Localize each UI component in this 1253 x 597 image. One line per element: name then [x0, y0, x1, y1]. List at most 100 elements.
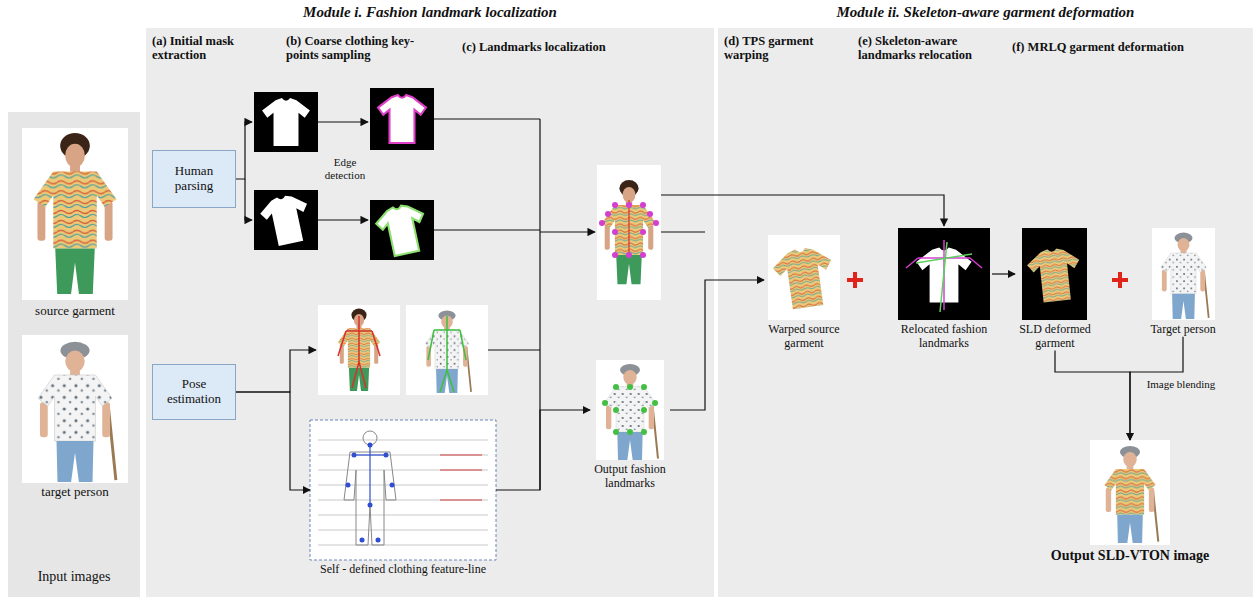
- flow-line: [245, 179, 252, 220]
- landmark-image: [613, 407, 619, 413]
- caption: Relocated fashion landmarks: [896, 323, 992, 351]
- flow-arrow: [1055, 351, 1130, 440]
- feature-line-chart: [346, 443, 395, 543]
- panel-ground: [146, 28, 714, 597]
- landmark-image: [596, 360, 664, 460]
- mask-image: [254, 88, 434, 260]
- plus-sign: [1118, 272, 1122, 288]
- pose-image: [447, 370, 454, 392]
- mask-image: [374, 202, 431, 259]
- landmark-image: [641, 429, 647, 435]
- mask-image: [258, 192, 315, 249]
- landmark-image: [652, 400, 658, 406]
- mask-image: [378, 95, 426, 143]
- module-ii-image: [1152, 228, 1215, 320]
- flow-arrow: [992, 273, 1015, 274]
- box-text: Pose estimation: [157, 377, 231, 407]
- pose-image: [425, 310, 471, 393]
- landmark-image: [602, 400, 608, 406]
- landmark-image: [627, 384, 633, 390]
- pose-image: [352, 362, 359, 388]
- box-text: Human parsing: [157, 164, 231, 194]
- pose-image: [338, 316, 380, 388]
- mask-image: [254, 190, 318, 250]
- pose-image: [358, 316, 360, 362]
- panel-heading: Input images: [8, 569, 140, 585]
- panel-ground: [8, 112, 140, 597]
- pose-image: [428, 316, 466, 392]
- landmark-image: [596, 165, 664, 460]
- feature-line-chart: [318, 545, 488, 546]
- landmark-image: [627, 429, 633, 435]
- caption: Self - defined clothing feature-line: [310, 563, 496, 577]
- input-photo: [38, 342, 116, 482]
- landmark-image: [613, 429, 619, 435]
- step-heading: (f) MRLQ garment deformation: [1012, 40, 1247, 54]
- landmark-image: [612, 229, 618, 235]
- feature-line-chart: [318, 530, 488, 531]
- module-ii-image: [1090, 440, 1170, 545]
- feature-line-chart: [318, 440, 488, 545]
- feature-line-chart: [318, 470, 488, 471]
- caption: SLD deformed garment: [1015, 323, 1095, 351]
- feature-line-chart: [440, 455, 482, 500]
- pose-image: [428, 330, 434, 360]
- landmark-image: [605, 364, 658, 460]
- landmark-image: [613, 384, 619, 390]
- feature-line-chart: [352, 453, 357, 458]
- image-figure: Relocated fashion landmarks: [896, 228, 992, 351]
- mask-image: [370, 88, 434, 150]
- step-heading: (c) Landmarks localization: [462, 40, 662, 54]
- landmark-image: [640, 229, 646, 235]
- pose-image: [338, 309, 380, 391]
- landmark-image: [640, 202, 646, 208]
- feature-line-chart: [346, 483, 351, 488]
- module-panel: Module ii. Skeleton-aware garment deform…: [718, 28, 1253, 597]
- module-ii-image: [916, 254, 972, 263]
- pose-image: [318, 305, 400, 395]
- image-figure: SLD deformed garment: [1015, 228, 1095, 351]
- feature-line-chart: [310, 420, 496, 560]
- flow-line: [540, 231, 595, 232]
- input-photo: [33, 133, 116, 294]
- image-figure: target person: [16, 333, 134, 500]
- landmark-image: [647, 211, 653, 217]
- feature-line-chart: [318, 485, 488, 486]
- feature-line-chart: [318, 455, 488, 456]
- step-heading: (d) TPS garment warping: [724, 34, 844, 63]
- feature-line-chart: [318, 515, 488, 516]
- landmark-image: [653, 220, 659, 226]
- image-figure: Output fashion landmarks: [590, 360, 670, 491]
- caption: source garment: [16, 304, 134, 319]
- input-photo: [22, 128, 128, 300]
- feature-line-chart: [354, 454, 386, 455]
- flow-line: [318, 121, 368, 122]
- landmark-image: [626, 202, 632, 208]
- landmark-image: [597, 165, 661, 300]
- mask-image: [262, 98, 310, 146]
- caption: Target person: [1145, 323, 1221, 337]
- pose-image: [318, 305, 488, 395]
- feature-line-chart: [360, 538, 365, 543]
- caption: Output fashion landmarks: [590, 463, 670, 491]
- flow-line: [236, 350, 316, 392]
- flow-line: [488, 349, 540, 350]
- flow-arrow: [496, 410, 590, 490]
- feature-line-chart: [390, 483, 395, 488]
- feature-line-chart: [440, 454, 482, 455]
- pose-image: [359, 362, 366, 388]
- pose-image: [346, 330, 372, 332]
- module-ii-image: [940, 242, 947, 312]
- flow-note: Image blending: [1136, 378, 1226, 391]
- input-photo: [22, 335, 128, 483]
- feature-line-chart: [368, 503, 373, 508]
- landmark-image: [605, 211, 611, 217]
- landmark-image: [599, 202, 659, 258]
- pose-image: [338, 331, 346, 356]
- caption: target person: [16, 485, 134, 500]
- feature-line-chart: [384, 453, 389, 458]
- landmark-image: [612, 252, 618, 258]
- panel-heading: Module i. Fashion landmark localization: [146, 2, 714, 22]
